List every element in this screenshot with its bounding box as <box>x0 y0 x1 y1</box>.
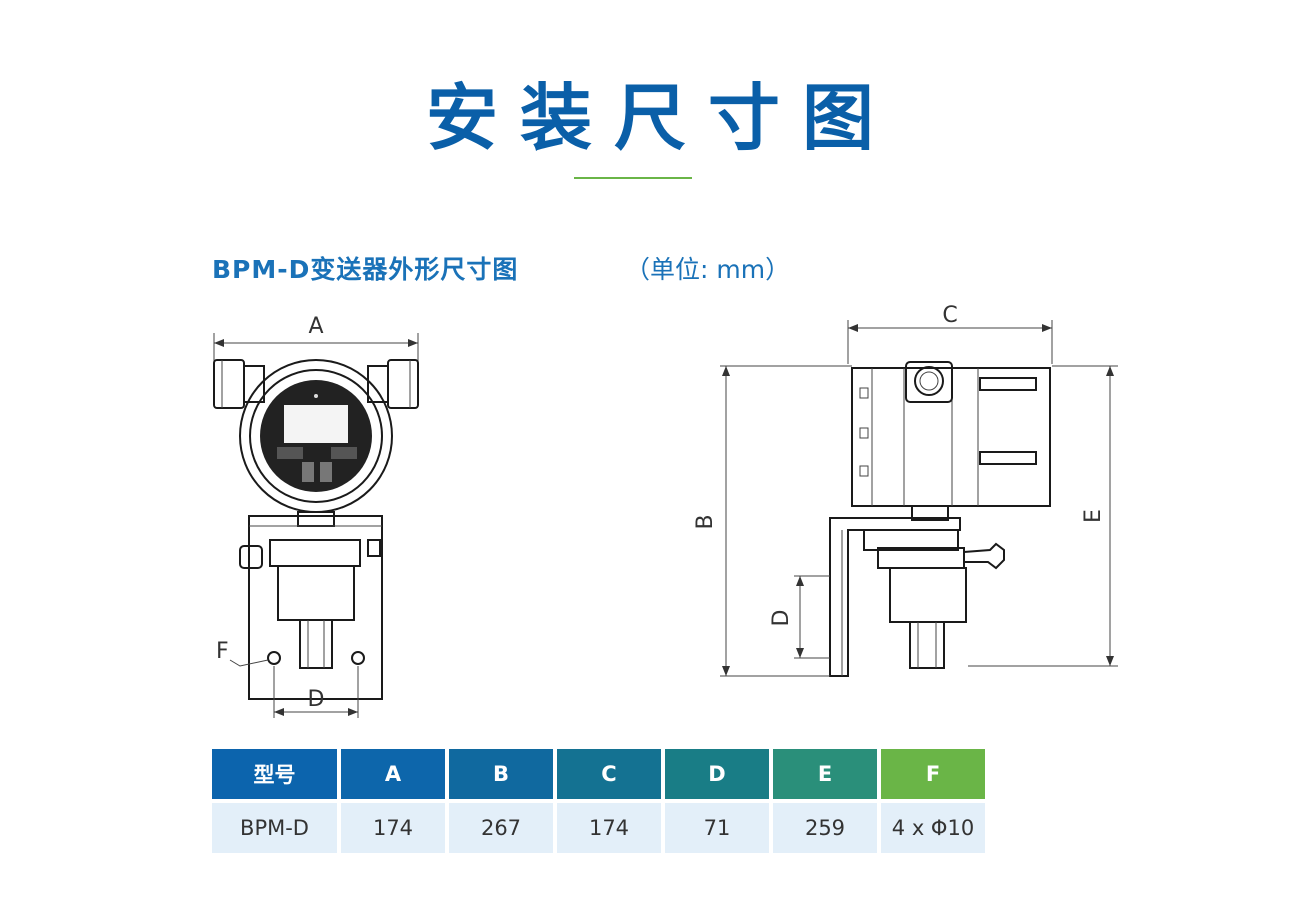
drawing-title: BPM-D变送器外形尺寸图 <box>212 255 519 284</box>
table-header-cell: A <box>341 749 445 799</box>
table-cell-model: BPM-D <box>212 799 337 853</box>
side-view-drawing: C B <box>693 303 1118 677</box>
table-cell-a: 174 <box>341 799 445 853</box>
table-header-row: 型号 A B C D E F <box>212 749 985 799</box>
table-cell-d: 71 <box>665 799 769 853</box>
dim-a-label: A <box>308 314 323 339</box>
table-row: BPM-D 174 267 174 71 259 4 x Φ10 <box>212 799 985 853</box>
table-header-cell: E <box>773 749 877 799</box>
table-header-cell: D <box>665 749 769 799</box>
dim-d-label-front: D <box>308 687 325 712</box>
table-header-cell: F <box>881 749 985 799</box>
page-title: 安装尺寸图 <box>425 76 896 160</box>
dimension-table: 型号 A B C D E F BPM-D 174 267 174 71 259 … <box>208 749 989 853</box>
table-cell-e: 259 <box>773 799 877 853</box>
table-header-cell: 型号 <box>212 749 337 799</box>
dim-f-label: F <box>216 639 229 664</box>
dim-d-label-side: D <box>769 610 794 627</box>
front-view-drawing: A F <box>213 314 419 718</box>
table-cell-b: 267 <box>449 799 553 853</box>
dim-b-label: B <box>693 514 718 529</box>
dim-c-label: C <box>942 303 957 328</box>
table-header-cell: C <box>557 749 661 799</box>
table-cell-f: 4 x Φ10 <box>881 799 985 853</box>
title-underline <box>574 177 692 179</box>
dim-e-label: E <box>1081 509 1106 523</box>
table-cell-c: 174 <box>557 799 661 853</box>
table-header-cell: B <box>449 749 553 799</box>
unit-note: （单位: mm） <box>625 255 791 284</box>
